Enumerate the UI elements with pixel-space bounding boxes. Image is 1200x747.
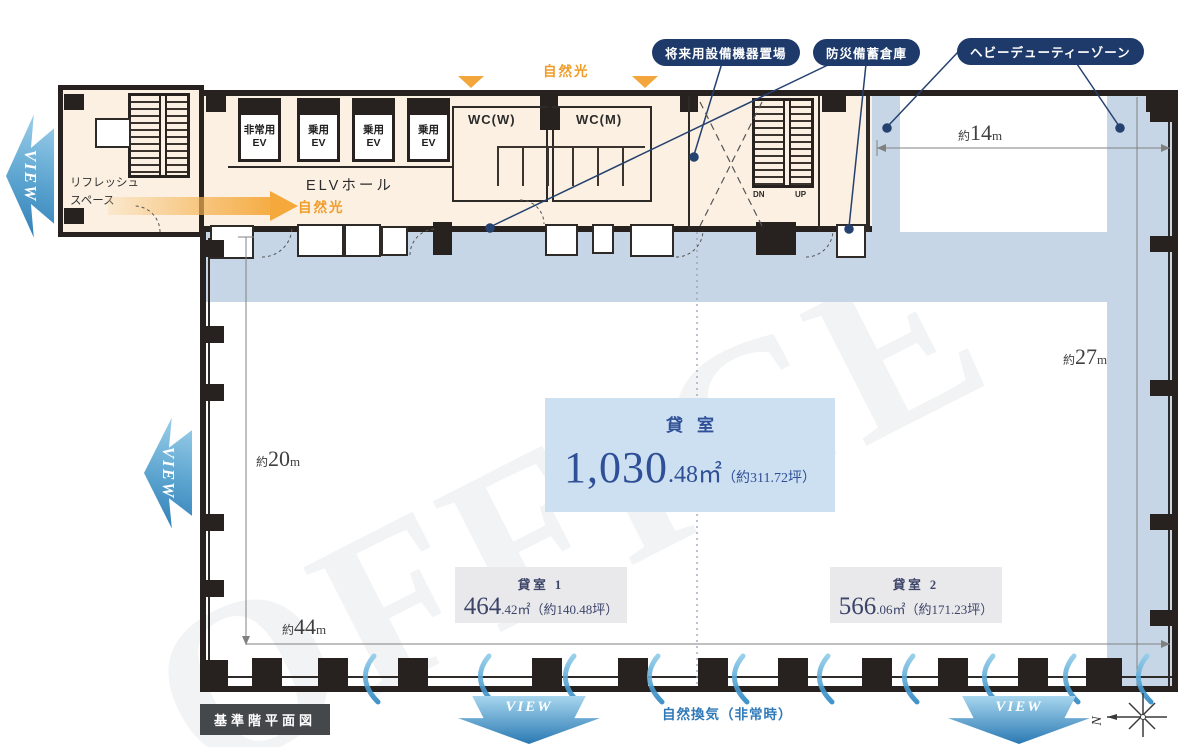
ev-shaft <box>238 98 281 112</box>
column <box>618 658 648 686</box>
wc-shaft <box>540 108 560 130</box>
column <box>318 658 348 686</box>
column <box>1150 514 1172 530</box>
ev-shaft <box>297 98 340 112</box>
dim-left-20m: 約20m <box>256 446 301 471</box>
view-arrow-south-right: VIEW <box>948 696 1090 744</box>
column <box>202 384 224 401</box>
heavy-duty-zone-strip-core <box>872 96 900 302</box>
plan-caption: 基準階平面図 <box>200 704 331 735</box>
wc-men-label: WC(M) <box>576 112 623 127</box>
shaft-block <box>64 208 84 224</box>
column <box>698 658 728 686</box>
stairs-up-label: UP <box>795 190 807 199</box>
column <box>1150 380 1172 396</box>
column <box>202 326 224 343</box>
wall-south <box>200 686 1178 692</box>
column <box>1150 236 1172 252</box>
ev-shaft <box>352 98 395 112</box>
column <box>778 658 808 686</box>
stairs-west <box>128 93 190 178</box>
main-room-area: 1,030.48㎡（約311.72坪） <box>564 443 816 492</box>
wing-room <box>95 118 131 148</box>
south-column <box>756 222 796 255</box>
column <box>1086 658 1122 686</box>
column <box>202 660 228 686</box>
column <box>938 658 968 686</box>
main-room-name: 貸室 <box>666 416 728 435</box>
stairs-dn-label: DN <box>753 190 765 199</box>
south-room <box>545 224 578 256</box>
tag-disaster-storage: 防災備蓄倉庫 <box>813 39 921 66</box>
column <box>202 514 224 531</box>
column <box>1150 610 1172 626</box>
core-east-wall <box>866 96 870 232</box>
shaft-block <box>206 96 226 112</box>
core-wall <box>688 96 690 230</box>
room2-area-box: 貸室 2 566.06㎡（約171.23坪） <box>830 567 1002 623</box>
column <box>1018 658 1048 686</box>
core-wall <box>818 96 820 230</box>
south-room <box>836 224 866 258</box>
refresh-space-label: リフレッシュ スペース <box>70 177 139 208</box>
column <box>532 658 562 686</box>
room2-area: 566.06㎡（約171.23坪） <box>838 593 994 620</box>
wc-stalls <box>497 146 645 186</box>
dim-right-27m: 約27m <box>1063 344 1108 369</box>
view-arrow-west-mid: VIEW <box>144 417 192 529</box>
elevator-passenger-2: 乗用 EV <box>352 112 395 162</box>
south-column <box>433 222 452 255</box>
column <box>202 240 224 257</box>
natural-light-tri-icon <box>458 76 484 88</box>
dim-bottom-44m: 約44m <box>282 614 327 639</box>
room1-area: 464.42㎡（約140.48坪） <box>463 593 619 620</box>
compass-north-label: N <box>1090 716 1105 727</box>
natural-light-arrow-head <box>270 191 298 221</box>
south-room <box>344 224 381 257</box>
natural-light-top-label: 自然光 <box>543 64 590 79</box>
elevator-passenger-3: 乗用 EV <box>407 112 450 162</box>
shaft-block <box>64 94 84 110</box>
column <box>862 658 892 686</box>
wc-women-label: WC(W) <box>468 112 516 127</box>
elevator-passenger-1: 乗用 EV <box>297 112 340 162</box>
room1-name: 貸室 1 <box>517 578 565 592</box>
wall-west <box>200 232 206 692</box>
natural-light-left-label: 自然光 <box>298 200 345 215</box>
window-line-west <box>208 238 210 676</box>
south-room <box>297 224 344 257</box>
tag-future-equipment: 将来用設備機器置場 <box>652 39 800 66</box>
compass-icon: N <box>1090 693 1167 737</box>
ev-shaft <box>407 98 450 112</box>
stairs-east <box>752 98 814 188</box>
column <box>1146 96 1172 112</box>
tag-heavy-duty-zone: ヘビーデューティーゾーン <box>957 38 1144 65</box>
column <box>398 658 428 686</box>
natural-ventilation-label: 自然換気（非常時） <box>662 707 793 722</box>
column <box>202 580 224 597</box>
dim-top-14m: 約14m <box>958 120 1003 145</box>
room1-area-box: 貸室 1 464.42㎡（約140.48坪） <box>455 567 627 623</box>
room2-name: 貸室 2 <box>892 578 940 592</box>
natural-light-arrow-band <box>108 197 270 215</box>
view-arrow-west-top: VIEW <box>6 114 54 238</box>
core-wall <box>228 166 454 168</box>
view-arrow-south-left: VIEW <box>458 696 600 744</box>
wall-north-right <box>870 90 1178 96</box>
natural-light-tri-icon <box>632 76 658 88</box>
shaft-block <box>822 96 846 112</box>
elevator-emergency: 非常用 EV <box>238 112 281 162</box>
elv-hall-label: ELVホール <box>306 178 394 194</box>
south-room <box>630 224 674 257</box>
south-room <box>592 224 614 254</box>
main-room-area-box: 貸室 1,030.48㎡（約311.72坪） <box>545 398 835 512</box>
south-room <box>381 226 408 256</box>
window-line-south <box>208 676 1172 678</box>
wall-east <box>1172 90 1178 692</box>
column <box>252 658 282 686</box>
